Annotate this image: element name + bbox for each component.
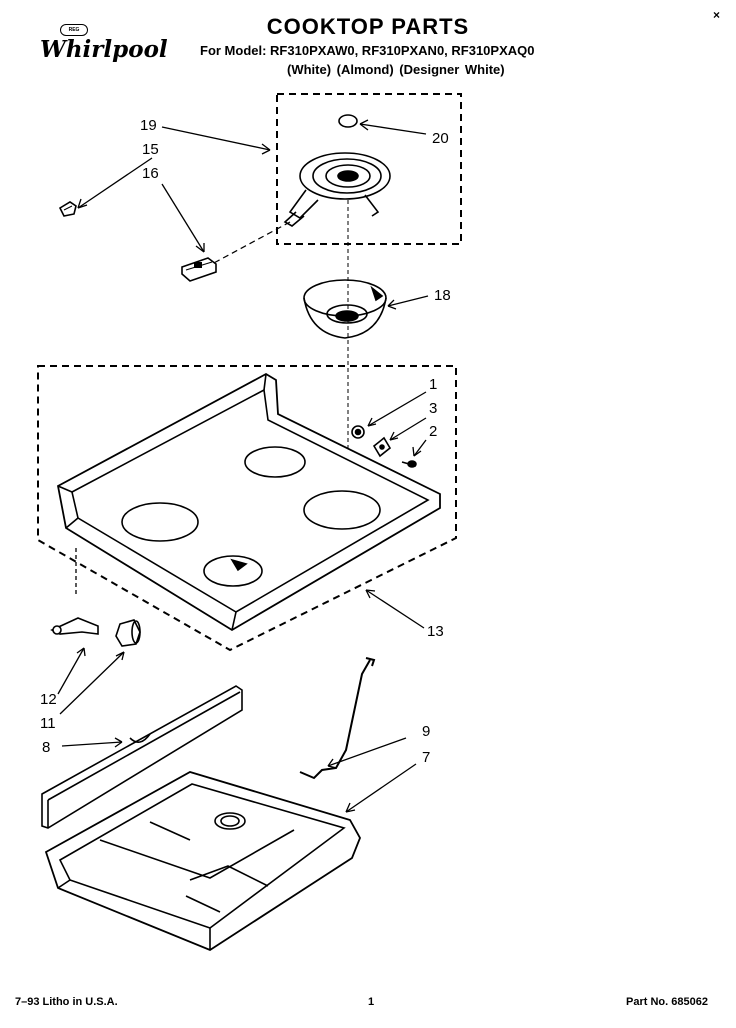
callout-16: 16 [142, 165, 159, 182]
cooktop-panel-part [56, 372, 441, 632]
callout-8: 8 [42, 739, 51, 756]
callout-13: 13 [427, 623, 444, 640]
cooktop-group-box [37, 365, 457, 652]
retainer-clip-part [50, 617, 99, 635]
clip-part [58, 201, 77, 217]
logo-badge: REG [60, 24, 88, 36]
callout-2: 2 [429, 423, 438, 440]
callout-20: 20 [432, 130, 449, 147]
support-strip-part [41, 685, 243, 829]
burner-box-part [44, 771, 361, 952]
callout-9: 9 [422, 723, 431, 740]
screw-part [401, 460, 417, 468]
callout-11: 11 [40, 715, 56, 732]
model-numbers: For Model: RF310PXAW0, RF310PXAN0, RF310… [200, 43, 535, 58]
callout-15: 15 [142, 141, 159, 158]
element-cap-part [338, 114, 358, 128]
surface-element-part [283, 152, 391, 227]
callout-18: 18 [434, 287, 451, 304]
footer-litho-note: 7–93 Litho in U.S.A. [15, 996, 118, 1008]
color-options: (White) (Almond) (Designer White) [287, 62, 505, 77]
corner-mark: × [713, 8, 721, 22]
support-rod-part [299, 657, 376, 780]
callout-19: 19 [140, 117, 157, 134]
callout-1: 1 [429, 376, 438, 393]
callout-12: 12 [40, 691, 57, 708]
surface-element-group-box [276, 93, 462, 245]
terminal-block-part [181, 257, 217, 282]
nut-part [351, 425, 365, 439]
spacer-part [115, 619, 141, 647]
callout-3: 3 [429, 400, 438, 417]
drip-bowl-part [303, 279, 387, 339]
bracket-part [372, 436, 392, 458]
footer-page-number: 1 [368, 996, 375, 1008]
footer-part-number: Part No. 685062 [626, 996, 708, 1008]
leader-lines [57, 119, 429, 813]
callout-7: 7 [422, 749, 431, 766]
brand-logo: Whirlpool [40, 36, 168, 63]
page-title: COOKTOP PARTS [266, 14, 470, 39]
